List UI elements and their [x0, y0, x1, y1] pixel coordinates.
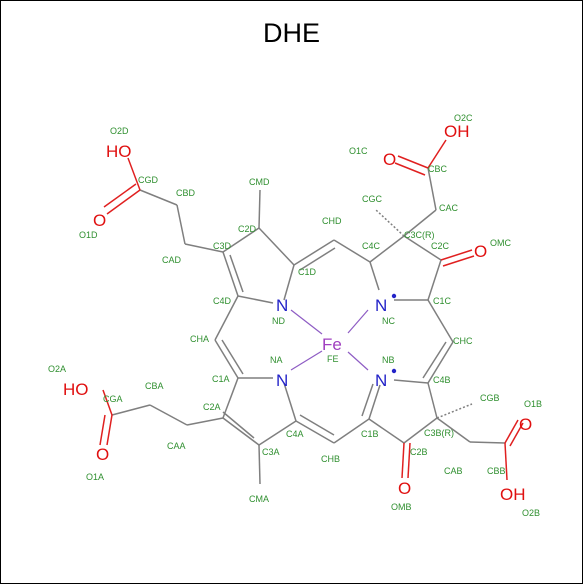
atom-symbols: N N N N Fe HO O OH O O HO O O O OH	[63, 122, 532, 504]
radical-dot-nb	[391, 368, 397, 374]
label-cha: CHA	[190, 334, 209, 344]
label-cba: CBA	[145, 381, 164, 391]
label-cma: CMA	[249, 494, 269, 504]
label-o1d: O1D	[79, 230, 98, 240]
label-nd: ND	[272, 316, 285, 326]
label-o1c: O1C	[349, 146, 368, 156]
oxygen-omc: O	[474, 242, 487, 261]
label-na: NA	[270, 355, 283, 365]
label-c2d: C2D	[238, 224, 257, 234]
label-c3c: C3C(R)	[404, 230, 435, 240]
label-omc: OMC	[490, 238, 511, 248]
label-c2a: C2A	[203, 402, 221, 412]
label-c3d: C3D	[213, 241, 232, 251]
label-nb: NB	[382, 355, 395, 365]
bond-lines	[99, 139, 524, 485]
label-chb: CHB	[321, 454, 340, 464]
label-cac: CAC	[439, 203, 459, 213]
label-cgc: CGC	[362, 194, 383, 204]
nitrogen-na: N	[276, 371, 288, 390]
nitrogen-nb: N	[375, 371, 387, 390]
oxygen-o1b: O	[519, 415, 532, 434]
label-chc: CHC	[453, 336, 473, 346]
label-c3a: C3A	[262, 447, 280, 457]
label-chd: CHD	[322, 216, 342, 226]
label-fe: FE	[327, 354, 339, 364]
label-c2b: C2B	[410, 447, 428, 457]
label-cad: CAD	[162, 255, 182, 265]
label-c1d: C1D	[298, 267, 317, 277]
label-c4b: C4B	[433, 375, 451, 385]
hydroxyl-o2a: HO	[63, 380, 89, 399]
label-omb: OMB	[391, 502, 412, 512]
nitrogen-nc: N	[375, 296, 387, 315]
oxygen-o1c: O	[383, 150, 396, 169]
label-c1c: C1C	[433, 296, 452, 306]
label-c1b: C1B	[361, 429, 379, 439]
oxygen-omb: O	[398, 479, 411, 498]
label-cab: CAB	[444, 466, 463, 476]
label-c1a: C1A	[212, 374, 230, 384]
label-cga: CGA	[103, 394, 123, 404]
label-c4c: C4C	[362, 241, 381, 251]
oxygen-o1a: O	[96, 445, 109, 464]
label-c2c: C2C	[431, 241, 450, 251]
atom-labels: O2D CGD CBD O1D CAD CMD C2D C3D C4D C1D …	[48, 113, 542, 518]
label-o2a: O2A	[48, 364, 66, 374]
label-c4a: C4A	[286, 429, 304, 439]
hydroxyl-o2b: OH	[500, 485, 526, 504]
label-o1a: O1A	[86, 472, 104, 482]
label-cbb: CBB	[487, 466, 506, 476]
oxygen-o1d: O	[93, 211, 106, 230]
label-o2d: O2D	[110, 126, 129, 136]
molecule-title: DHE	[262, 18, 320, 48]
label-o2b: O2B	[522, 508, 540, 518]
radical-dot-nc	[391, 293, 397, 299]
label-cmd: CMD	[249, 177, 270, 187]
label-cbd: CBD	[176, 188, 196, 198]
label-caa: CAA	[167, 441, 186, 451]
label-cbc: CBC	[428, 164, 448, 174]
label-c3b: C3B(R)	[424, 428, 454, 438]
label-cgb: CGB	[480, 393, 500, 403]
label-c4d: C4D	[213, 296, 232, 306]
nitrogen-nd: N	[276, 296, 288, 315]
hydroxyl-o2c: OH	[444, 122, 470, 141]
label-o1b: O1B	[524, 399, 542, 409]
iron-fe: Fe	[322, 335, 342, 354]
label-cgd: CGD	[138, 175, 159, 185]
hydroxyl-o2d: HO	[106, 142, 132, 161]
label-nc: NC	[382, 316, 395, 326]
label-o2c: O2C	[454, 113, 473, 123]
